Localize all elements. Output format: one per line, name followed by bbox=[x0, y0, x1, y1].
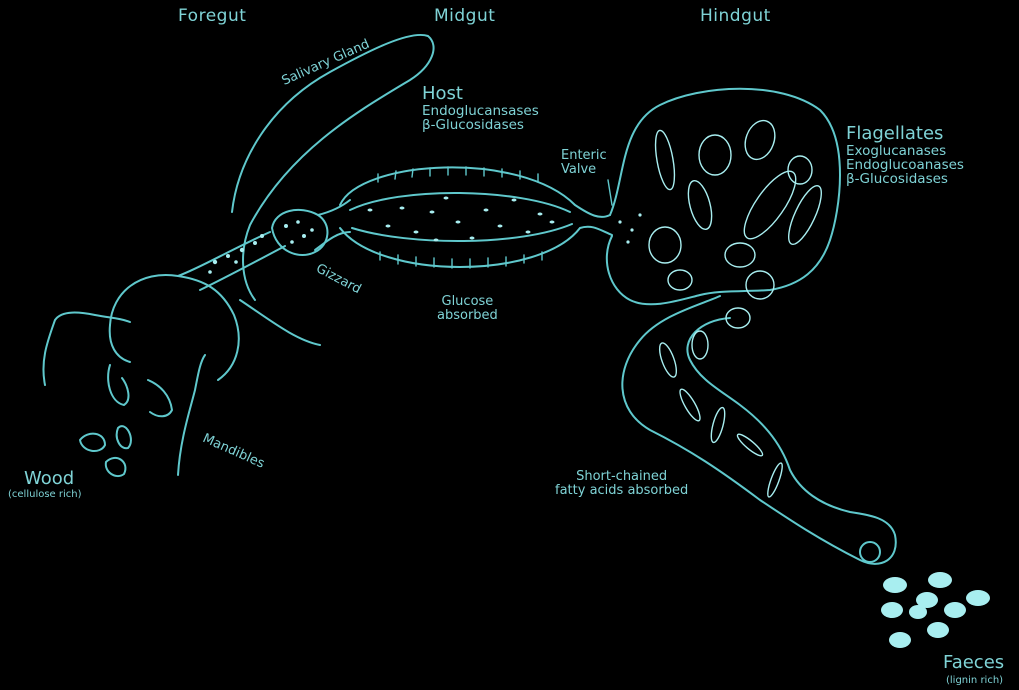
flagellates-cluster bbox=[649, 116, 828, 498]
midgut-outline bbox=[340, 167, 612, 267]
left-antenna bbox=[43, 313, 130, 385]
enteric-valve-label: Enteric Valve bbox=[561, 149, 607, 176]
glucose-line: Glucose bbox=[437, 295, 498, 309]
flagellates-enzyme: Endoglucoanases bbox=[846, 158, 964, 172]
flagellates-enzyme: β-Glucosidases bbox=[846, 172, 964, 186]
faeces-pellets bbox=[881, 572, 990, 648]
host-title: Host bbox=[422, 85, 539, 104]
wood-chip bbox=[106, 458, 126, 476]
hindgut-paunch bbox=[607, 89, 840, 305]
head-lower-outline bbox=[110, 325, 130, 362]
faeces-title: Faeces bbox=[943, 654, 1004, 673]
foregut-particles bbox=[208, 220, 314, 274]
midgut-hairs bbox=[378, 167, 542, 268]
glucose-label: Glucose absorbed bbox=[437, 295, 498, 322]
hindgut-heading: Hindgut bbox=[700, 8, 771, 26]
host-enzyme: Endoglucansases bbox=[422, 104, 539, 118]
foregut-tube bbox=[178, 232, 285, 290]
rectum-knot bbox=[860, 542, 880, 562]
midgut-heading: Midgut bbox=[434, 8, 495, 26]
mandible-left bbox=[108, 365, 128, 405]
foregut-lower-line bbox=[240, 300, 320, 345]
flagellates-title: Flagellates bbox=[846, 125, 964, 144]
wood-title: Wood bbox=[24, 470, 74, 489]
fatty-acids-line: Short-chained bbox=[555, 470, 688, 484]
enteric-valve-pointer bbox=[608, 180, 612, 205]
enteric-valve-line: Valve bbox=[561, 163, 607, 177]
mandible-right bbox=[148, 380, 172, 416]
wood-chip bbox=[80, 434, 105, 451]
host-enzyme: β-Glucosidases bbox=[422, 118, 539, 132]
faeces-note: (lignin rich) bbox=[946, 676, 1003, 687]
flagellates-block: Flagellates Exoglucanases Endoglucoanase… bbox=[846, 125, 964, 186]
fatty-acids-line: fatty acids absorbed bbox=[555, 484, 688, 498]
connector bbox=[315, 200, 350, 250]
head-outline bbox=[110, 275, 239, 380]
wood-note: (cellulose rich) bbox=[8, 490, 82, 501]
foregut-heading: Foregut bbox=[178, 8, 246, 26]
wood-chip bbox=[117, 426, 131, 448]
enteric-valve-line: Enteric bbox=[561, 149, 607, 163]
midgut-particles bbox=[368, 197, 642, 244]
midgut-inner bbox=[350, 193, 572, 241]
fatty-acids-label: Short-chained fatty acids absorbed bbox=[555, 470, 688, 497]
glucose-line: absorbed bbox=[437, 309, 498, 323]
right-antenna bbox=[178, 355, 205, 475]
hindgut-colon bbox=[622, 296, 895, 564]
wood-block: Wood bbox=[24, 470, 74, 489]
host-block: Host Endoglucansases β-Glucosidases bbox=[422, 85, 539, 132]
flagellates-enzyme: Exoglucanases bbox=[846, 144, 964, 158]
